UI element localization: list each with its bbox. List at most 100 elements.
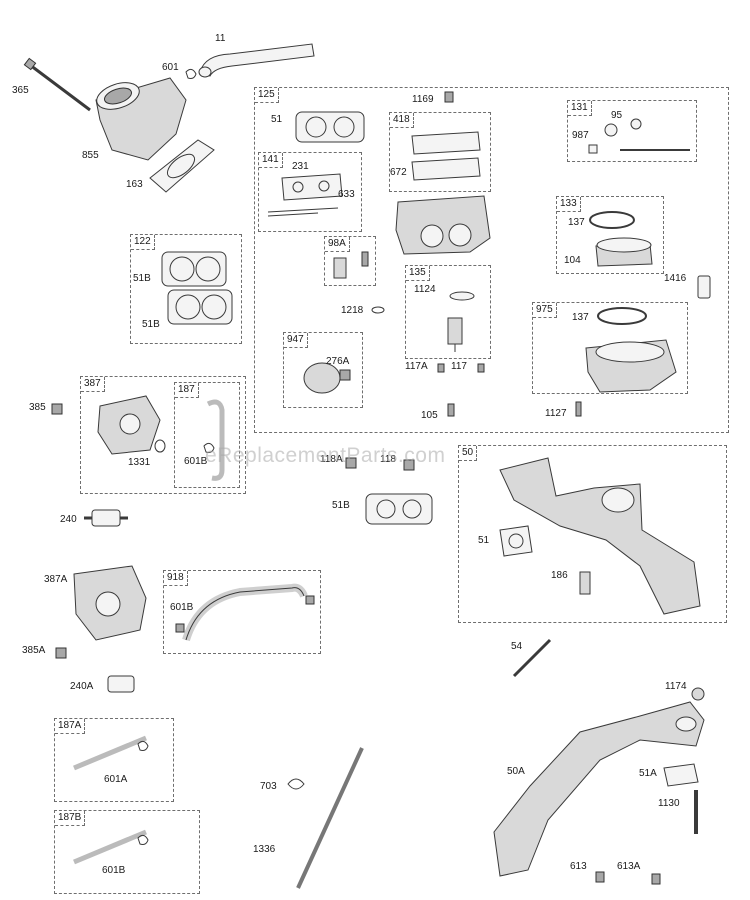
g122b-hole-b bbox=[201, 294, 227, 320]
fitting-186 bbox=[579, 571, 591, 595]
clamp-601b bbox=[203, 442, 215, 453]
hose-11-end bbox=[198, 66, 212, 78]
box-141: 141 bbox=[258, 152, 362, 232]
hose-11 bbox=[199, 43, 315, 77]
box-131: 131 bbox=[567, 100, 697, 162]
carb-bore-a bbox=[420, 224, 444, 248]
label-1416: 1416 bbox=[664, 273, 687, 284]
box-122: 122 bbox=[130, 234, 242, 344]
elbow-855-inner bbox=[104, 87, 132, 105]
gasket-163 bbox=[149, 139, 215, 193]
label-51: 51 bbox=[271, 114, 283, 125]
label-117a: 117A bbox=[405, 361, 428, 372]
tube-187b bbox=[73, 829, 147, 865]
part-118 bbox=[403, 459, 415, 471]
box-918: 918 bbox=[163, 570, 321, 654]
cable-1336 bbox=[296, 747, 364, 889]
carb-bore-b bbox=[448, 223, 472, 247]
box-418-tag: 418 bbox=[390, 113, 414, 128]
label-855: 855 bbox=[82, 150, 99, 161]
screw-98a bbox=[361, 251, 369, 267]
label-1218: 1218 bbox=[341, 305, 364, 316]
box-975-tag: 975 bbox=[533, 303, 557, 318]
screw-117a bbox=[437, 363, 445, 373]
label-601a: 601A bbox=[104, 774, 128, 785]
cap-95a bbox=[604, 123, 618, 137]
box-947: 947 bbox=[283, 332, 363, 408]
bolt-54 bbox=[512, 638, 552, 678]
label-240: 240 bbox=[60, 514, 77, 525]
label-1174: 1174 bbox=[665, 681, 687, 692]
gasket-51b bbox=[365, 493, 433, 525]
label-117: 117 bbox=[451, 361, 467, 372]
box-125-tag: 125 bbox=[255, 88, 279, 103]
label-51b-3: 51B bbox=[332, 500, 350, 511]
box-98a-tag: 98A bbox=[325, 237, 350, 252]
box-187a-tag: 187A bbox=[55, 719, 86, 734]
label-276a: 276A bbox=[326, 356, 350, 367]
nut-1174 bbox=[691, 687, 705, 701]
label-1331: 1331 bbox=[128, 457, 151, 468]
box-418: 418 bbox=[389, 112, 491, 192]
g51b-hole-b bbox=[402, 499, 422, 519]
label-1124: 1124 bbox=[414, 284, 436, 295]
box-387-tag: 387 bbox=[81, 377, 105, 392]
screw-1169 bbox=[444, 91, 454, 103]
box-387: 387 bbox=[80, 376, 246, 494]
label-51c: 51 bbox=[478, 535, 490, 546]
label-51b-1: 51B bbox=[133, 273, 151, 284]
box-918-tag: 918 bbox=[164, 571, 188, 586]
hose-187 bbox=[206, 399, 225, 481]
screw-105 bbox=[447, 403, 455, 417]
label-613: 613 bbox=[570, 861, 587, 872]
rod-141-b bbox=[267, 212, 319, 217]
label-11: 11 bbox=[215, 33, 226, 44]
gasket-51-hole-a bbox=[305, 116, 327, 138]
label-104: 104 bbox=[564, 255, 581, 266]
label-1130: 1130 bbox=[658, 798, 680, 809]
box-135-tag: 135 bbox=[406, 266, 430, 281]
clamp-601a bbox=[137, 740, 149, 751]
label-163: 163 bbox=[126, 179, 143, 190]
label-1336: 1336 bbox=[253, 844, 276, 855]
screw-613a bbox=[651, 873, 661, 885]
manifold-50 bbox=[499, 457, 701, 615]
screw-1127 bbox=[575, 401, 582, 417]
gasket-51-hole-b bbox=[333, 116, 355, 138]
label-385a: 385A bbox=[22, 645, 46, 656]
box-187-tag: 187 bbox=[175, 383, 199, 398]
tube-187a bbox=[73, 735, 147, 771]
box-187: 187 bbox=[174, 382, 240, 488]
box-98a: 98A bbox=[324, 236, 376, 286]
label-1127: 1127 bbox=[545, 408, 567, 419]
gasket-51c-hole bbox=[508, 533, 524, 549]
label-601b-1: 601B bbox=[184, 456, 208, 467]
label-703: 703 bbox=[260, 781, 277, 792]
sleeve-1416 bbox=[697, 275, 711, 299]
oring-137b bbox=[597, 307, 647, 325]
gasket-418a bbox=[411, 131, 481, 155]
clip-703 bbox=[287, 778, 305, 790]
label-633: 633 bbox=[338, 189, 355, 200]
plate-141 bbox=[281, 173, 343, 201]
box-131-tag: 131 bbox=[568, 101, 592, 116]
box-947-tag: 947 bbox=[284, 333, 308, 348]
plunger-276a bbox=[339, 369, 351, 381]
manifold-50a bbox=[493, 701, 705, 877]
label-240a: 240A bbox=[70, 681, 94, 692]
bolt-365-head bbox=[23, 57, 37, 71]
g122b-hole-a bbox=[175, 294, 201, 320]
clamp-918b bbox=[305, 595, 315, 605]
cap-95b bbox=[630, 118, 642, 130]
part-987 bbox=[588, 144, 598, 154]
label-186: 186 bbox=[551, 570, 568, 581]
label-601: 601 bbox=[162, 62, 179, 73]
box-133: 133 bbox=[556, 196, 664, 274]
gasket-51a bbox=[663, 763, 699, 787]
pump-387-port bbox=[119, 413, 141, 435]
label-51b-2: 51B bbox=[142, 319, 160, 330]
label-54: 54 bbox=[511, 641, 523, 652]
label-365: 365 bbox=[12, 85, 29, 96]
clamp-601b-2 bbox=[137, 834, 149, 845]
